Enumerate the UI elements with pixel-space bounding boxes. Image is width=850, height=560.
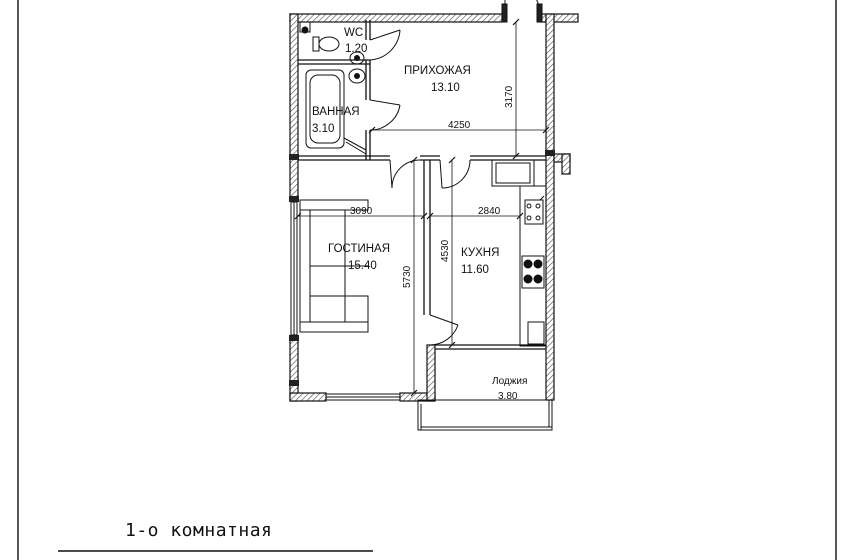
dimension-ticks (294, 18, 550, 397)
room-living-area: 15.40 (348, 260, 377, 272)
room-labels: WC 1.20 ПРИХОЖАЯ 13.10 ВАННАЯ 3.10 ГОСТИ… (312, 27, 527, 402)
room-hall-area: 13.10 (431, 82, 460, 94)
room-loggia-name: Лоджия (492, 376, 527, 387)
windows (290, 201, 401, 401)
room-loggia-area: 3.80 (498, 391, 518, 402)
dim-hall-height: 3170 (504, 85, 515, 108)
dimension-lines (298, 22, 546, 393)
room-living-name: ГОСТИНАЯ (328, 243, 390, 255)
room-kitchen-name: КУХНЯ (461, 247, 499, 259)
bath-fixtures (305, 69, 367, 155)
dim-living-width: 3090 (350, 206, 373, 217)
wc-fixtures (299, 21, 366, 84)
dimension-labels: 3170 4250 3090 2840 4530 5730 (350, 85, 515, 288)
plan-caption: 1-о комнатная (125, 520, 273, 541)
sheet-frame (17, 0, 837, 560)
entrance-door (501, 0, 543, 23)
dim-kitchen-height: 4530 (440, 239, 451, 262)
room-kitchen-area: 11.60 (461, 264, 489, 276)
dim-living-height: 5730 (402, 265, 413, 288)
sofa (299, 199, 369, 333)
room-wc-name: WC (344, 27, 363, 39)
interior-doors (369, 29, 471, 346)
dim-hall-width: 4250 (448, 120, 471, 131)
room-bath-area: 3.10 (312, 123, 334, 135)
room-wc-area: 1.20 (345, 43, 367, 55)
dim-kitchen-width: 2840 (478, 206, 501, 217)
kitchen-fixtures (491, 159, 547, 347)
room-hall-name: ПРИХОЖАЯ (404, 65, 471, 77)
room-bath-name: ВАННАЯ (312, 106, 360, 118)
loggia (417, 348, 553, 431)
window-jambs (289, 150, 555, 386)
